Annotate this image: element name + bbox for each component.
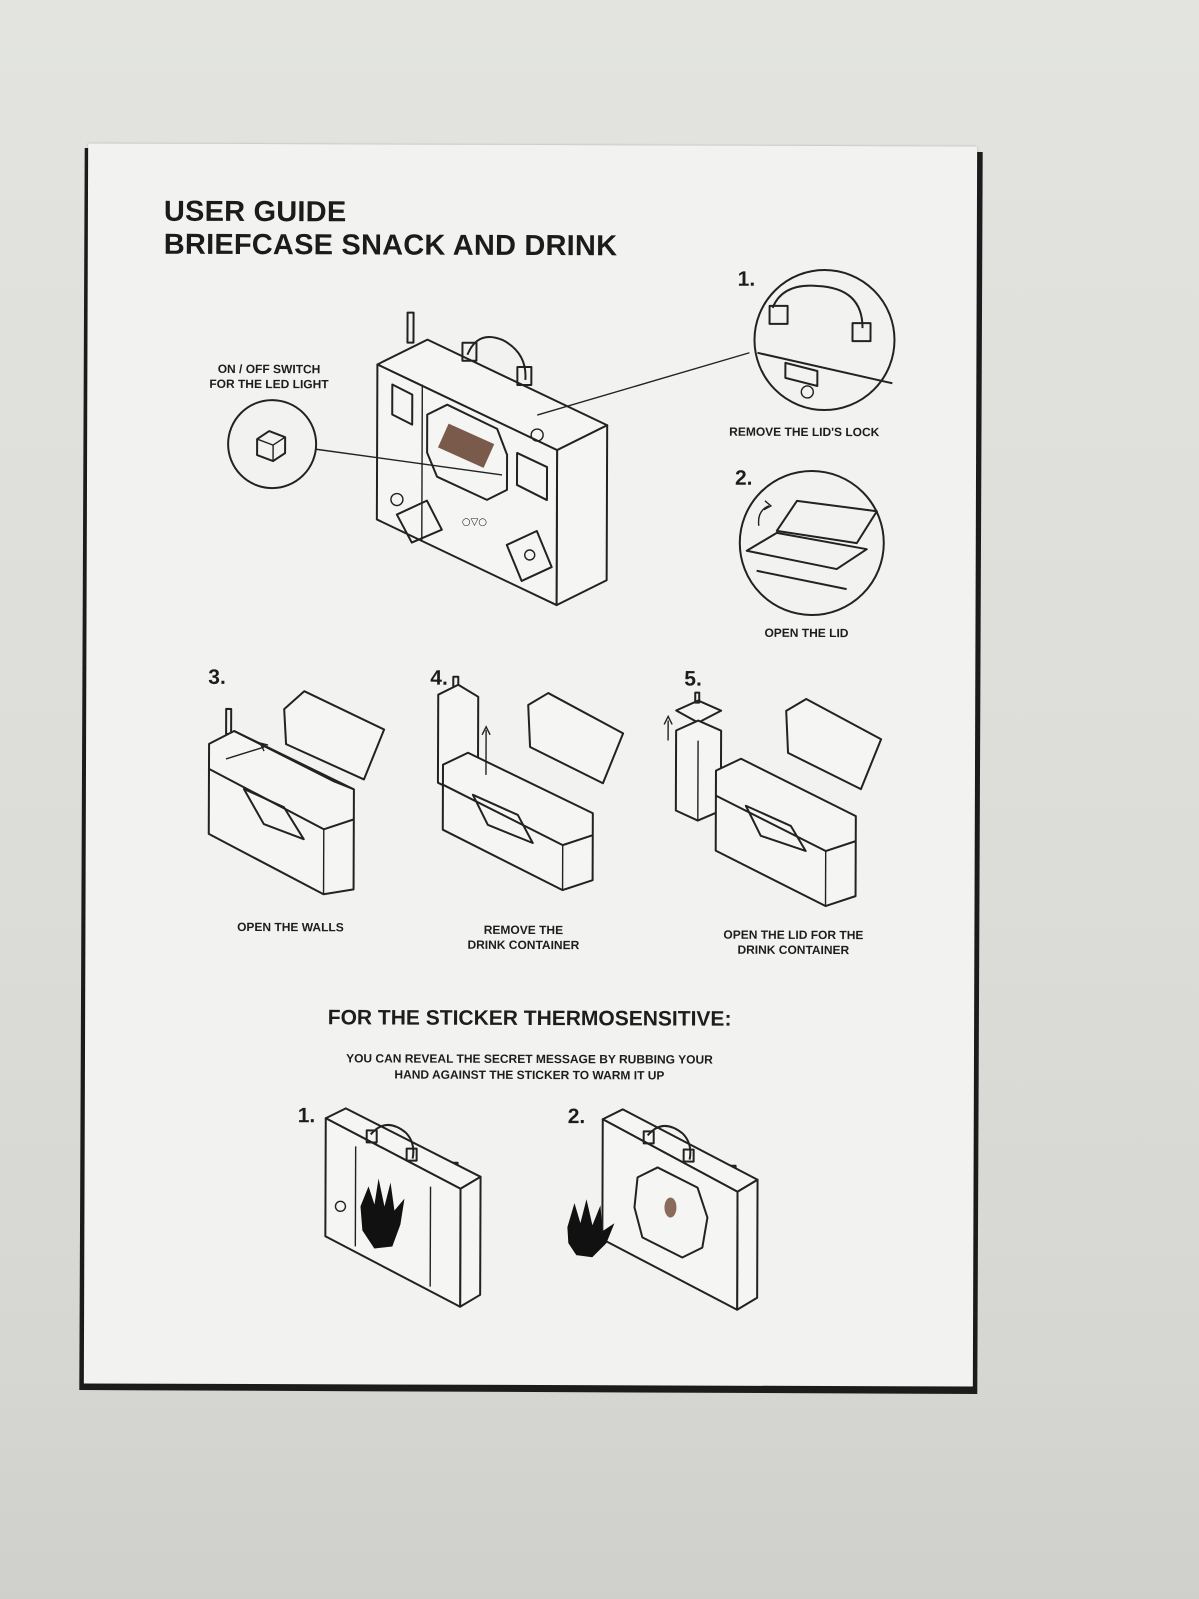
step-3-illustration xyxy=(207,690,386,896)
instruction-sheet: USER GUIDE BRIEFCASE SNACK AND DRINK ○▽○… xyxy=(83,143,978,1387)
switch-label-line-2: FOR THE LED LIGHT xyxy=(209,376,329,392)
page-title: USER GUIDE BRIEFCASE SNACK AND DRINK xyxy=(164,196,618,264)
step-4-illustration xyxy=(436,675,625,892)
step-5-label: OPEN THE LID FOR THE DRINK CONTAINER xyxy=(693,928,893,959)
switch-callout-label: ON / OFF SWITCH FOR THE LED LIGHT xyxy=(209,362,328,392)
switch-label-line-1: ON / OFF SWITCH xyxy=(217,361,321,377)
sticker-step-2-illustration xyxy=(567,1108,759,1311)
step-3-number: 3. xyxy=(208,665,226,689)
step-3-label: OPEN THE WALLS xyxy=(210,920,370,936)
sticker-step-1-illustration xyxy=(324,1107,482,1308)
title-line-1: USER GUIDE xyxy=(163,195,347,229)
step-4-label-line-1: REMOVE THE xyxy=(483,922,564,938)
switch-callout xyxy=(227,399,503,490)
step-5-illustration xyxy=(663,691,883,908)
step-5-label-line-2: DRINK CONTAINER xyxy=(737,942,850,958)
sticker-description: YOU CAN REVEAL THE SECRET MESSAGE BY RUB… xyxy=(85,1049,974,1084)
sticker-step-1-number: 1. xyxy=(297,1104,316,1128)
step-1-label: REMOVE THE LID'S LOCK xyxy=(729,424,880,440)
lid-lock-callout xyxy=(537,269,896,416)
open-lid-callout xyxy=(738,469,885,616)
step-4-label-line-2: DRINK CONTAINER xyxy=(467,937,580,953)
sticker-heading: FOR THE STICKER THERMOSENSITIVE: xyxy=(327,1006,732,1031)
step-3-label-line-1: OPEN THE WALLS xyxy=(237,919,344,935)
briefcase-illustration: ○▽○ xyxy=(375,311,609,607)
sticker-description-line-2: HAND AGAINST THE STICKER TO WARM IT UP xyxy=(394,1067,665,1083)
step-2-label: OPEN THE LID xyxy=(764,625,849,641)
step-4-label: REMOVE THE DRINK CONTAINER xyxy=(443,923,603,954)
step-5-number: 5. xyxy=(684,667,702,691)
step-5-label-line-1: OPEN THE LID FOR THE xyxy=(723,927,864,943)
title-line-2: BRIEFCASE SNACK AND DRINK xyxy=(163,228,618,263)
svg-text:○▽○: ○▽○ xyxy=(462,517,487,528)
